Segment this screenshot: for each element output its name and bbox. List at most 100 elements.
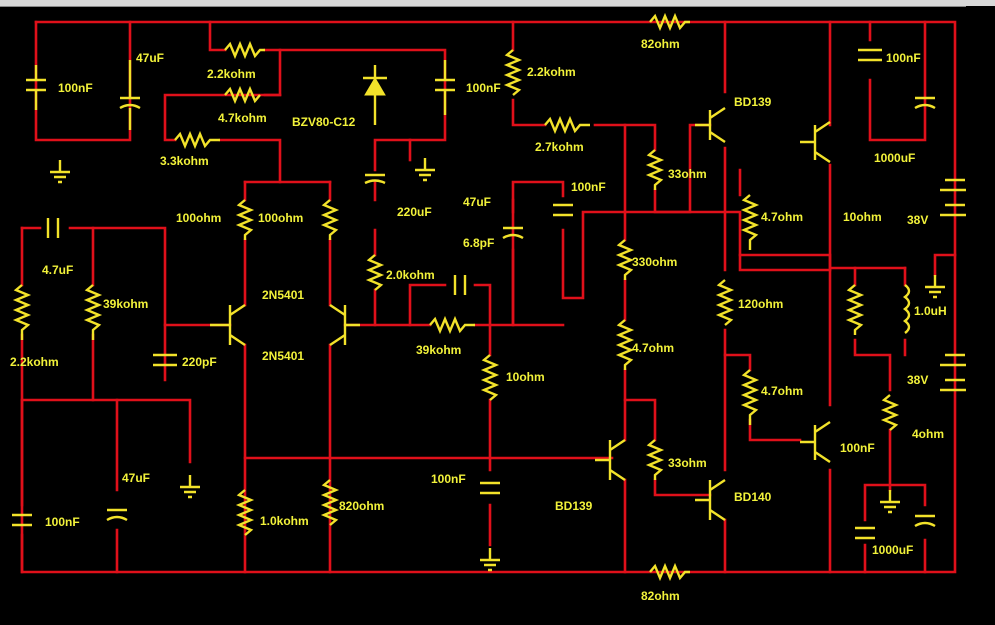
ground-3 (180, 475, 200, 499)
label-r-10-right: 10ohm (843, 210, 882, 224)
res-82-top (649, 12, 690, 32)
label-c-4u7: 4.7uF (42, 263, 73, 277)
label-r-1k0: 1.0kohm (260, 514, 309, 528)
label-r-39k-mid: 39kohm (416, 343, 461, 357)
res-4k7-top (224, 85, 261, 105)
cap-220pf (153, 353, 177, 367)
label-supply-38v-bottom: 38V (907, 373, 928, 387)
res-2k7 (544, 115, 590, 135)
res-39k-mid (429, 315, 475, 335)
cap-47uf-topleft (119, 60, 141, 130)
label-r-820: 820ohm (339, 499, 384, 513)
label-r-33-low: 33ohm (668, 456, 707, 470)
ground-4 (480, 548, 500, 572)
label-c-100nf-center: 100nF (431, 472, 466, 486)
battery-top (940, 178, 970, 217)
cap-100nf-low (855, 526, 875, 540)
transistor-2n5401-b (329, 304, 360, 346)
res-1k0 (235, 489, 255, 536)
label-c-6p8: 6.8pF (463, 236, 494, 250)
label-c-47uf-bottomleft: 47uF (122, 471, 150, 485)
window-top-bar (0, 0, 995, 7)
wires (20, 20, 957, 574)
label-r-4r7-mid: 4.7ohm (632, 341, 674, 355)
ground-2 (415, 158, 435, 182)
label-r-2k2-top: 2.2kohm (207, 67, 256, 81)
label-c-220uf: 220uF (397, 205, 432, 219)
battery-bottom (940, 353, 970, 392)
cap-100nf-bottomleft (12, 513, 32, 527)
cap-47uf-bottomleft (106, 508, 128, 522)
label-q-2n5401-a: 2N5401 (262, 288, 304, 302)
label-r-4r7-low: 4.7ohm (761, 384, 803, 398)
label-r-2k2-right: 2.2kohm (527, 65, 576, 79)
transistor-low-right (800, 421, 831, 463)
transistor-bd139-low (595, 439, 626, 481)
label-r-2k2-left: 2.2kohm (10, 355, 59, 369)
label-c-100nf-bottomleft: 100nF (45, 515, 80, 529)
res-10-mid (480, 354, 500, 401)
label-r-100-left: 100ohm (176, 211, 221, 225)
label-q-2n5401-b: 2N5401 (262, 349, 304, 363)
res-100-right (320, 199, 340, 240)
res-4r7-top (740, 194, 760, 250)
label-r-100-right: 100ohm (258, 211, 303, 225)
res-33-low (645, 439, 665, 480)
cap-220uf (364, 173, 386, 185)
label-zener-bzv: BZV80-C12 (292, 115, 356, 129)
cap-6p8 (453, 275, 467, 295)
label-r-4k7-top: 4.7kohm (218, 111, 267, 125)
res-33-top (645, 149, 665, 190)
label-c-100nf-zener: 100nF (466, 81, 501, 95)
cap-1000uf-bottomright (914, 514, 936, 528)
res-10-right (845, 284, 865, 335)
res-3k3 (174, 130, 220, 150)
label-c-47uf-topleft: 47uF (136, 51, 164, 65)
res-120 (715, 279, 735, 326)
cap-100nf-mid (553, 203, 573, 217)
label-c-100nf-mid: 100nF (571, 180, 606, 194)
zener-diode (364, 77, 386, 96)
label-r-2k7: 2.7kohm (535, 140, 584, 154)
window-right-margin (966, 6, 995, 625)
label-r-10-mid: 10ohm (506, 370, 545, 384)
label-r-2k0: 2.0kohm (386, 268, 435, 282)
label-q-bd140: BD140 (734, 490, 772, 504)
label-r-330: 330ohm (632, 255, 677, 269)
res-100-left (235, 199, 255, 240)
label-r-3k3: 3.3kohm (160, 154, 209, 168)
label-r-4r7-top: 4.7ohm (761, 210, 803, 224)
label-c-47uf-mid: 47uF (463, 195, 491, 209)
cap-47uf-mid (502, 226, 524, 240)
components (12, 12, 970, 582)
res-82-bottom (649, 562, 690, 582)
cap-100nf-topleft (26, 65, 46, 110)
res-330 (615, 239, 635, 280)
label-c-100nf-topleft: 100nF (58, 81, 93, 95)
res-2k2-left (12, 284, 32, 340)
label-c-1000uf-topright: 1000uF (874, 151, 915, 165)
label-r-39k-left: 39kohm (103, 297, 148, 311)
res-4r7-mid (615, 319, 635, 370)
label-q-bd139-low: BD139 (555, 499, 593, 513)
component-labels: 100nF 47uF 2.2kohm 4.7kohm 3.3kohm BZV80-C12 1… (10, 37, 947, 603)
res-2k2-top (224, 40, 265, 60)
ground-6 (880, 490, 900, 514)
label-r-82-bottom: 82ohm (641, 589, 680, 603)
label-r-82-top: 82ohm (641, 37, 680, 51)
res-2k0 (365, 254, 385, 291)
cap-4u7 (46, 218, 60, 238)
cap-100nf-topright (858, 48, 882, 62)
inductor-1uh (903, 284, 911, 334)
res-4-load (880, 394, 900, 431)
transistor-2n5401-a (210, 304, 246, 346)
res-2k2-right (503, 49, 523, 96)
res-39k-left (83, 284, 103, 340)
label-c-100nf-topright: 100nF (886, 51, 921, 65)
label-r-4-load: 4ohm (912, 427, 944, 441)
transistor-bd139-top (695, 107, 726, 143)
cap-100nf-center (480, 481, 500, 495)
transistor-bd140 (695, 479, 726, 521)
ground-5 (925, 275, 945, 299)
